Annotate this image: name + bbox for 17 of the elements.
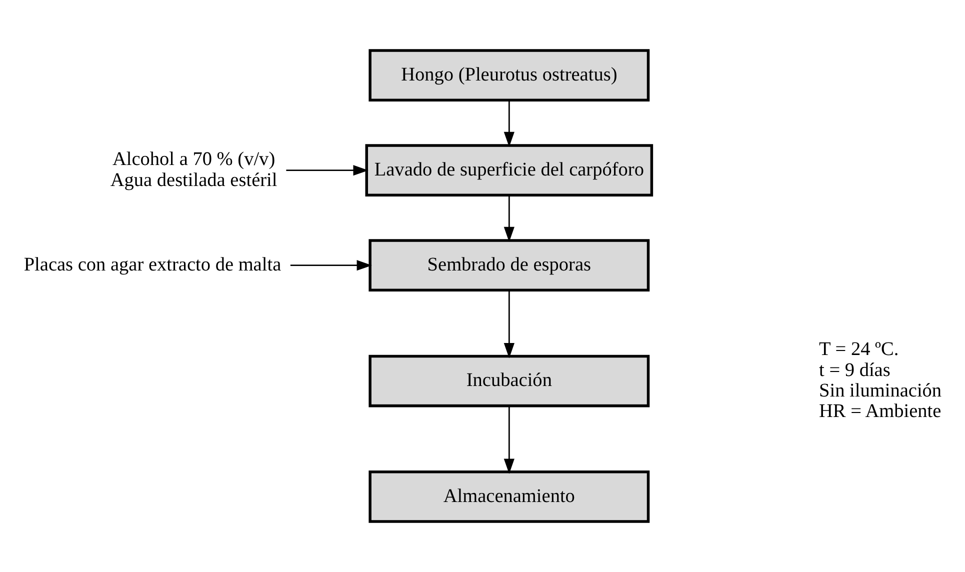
node-box: Sembrado de esporas — [368, 239, 650, 292]
node-text: Alcohol a 70 % (v/v) Agua destilada estéril — [110, 149, 277, 191]
node-box: Lavado de superficie del carpóforo — [364, 144, 653, 196]
node-label: t = 9 días — [818, 360, 890, 381]
arrow — [503, 406, 514, 474]
node-box: Almacenamiento — [368, 470, 650, 523]
arrow — [503, 290, 514, 358]
node-label: T = 24 ºC. — [818, 339, 898, 360]
node-label: Sin iluminación — [818, 380, 942, 402]
node-box: Hongo (Pleurotus ostreatus) — [368, 49, 650, 102]
arrow — [290, 260, 372, 271]
node-label: HR = Ambiente — [818, 401, 941, 422]
node-text: Placas con agar extracto de malta — [23, 254, 281, 276]
arrow — [503, 100, 514, 148]
node-box: Incubación — [368, 354, 650, 408]
arrow — [503, 195, 514, 242]
arrow — [286, 165, 368, 176]
